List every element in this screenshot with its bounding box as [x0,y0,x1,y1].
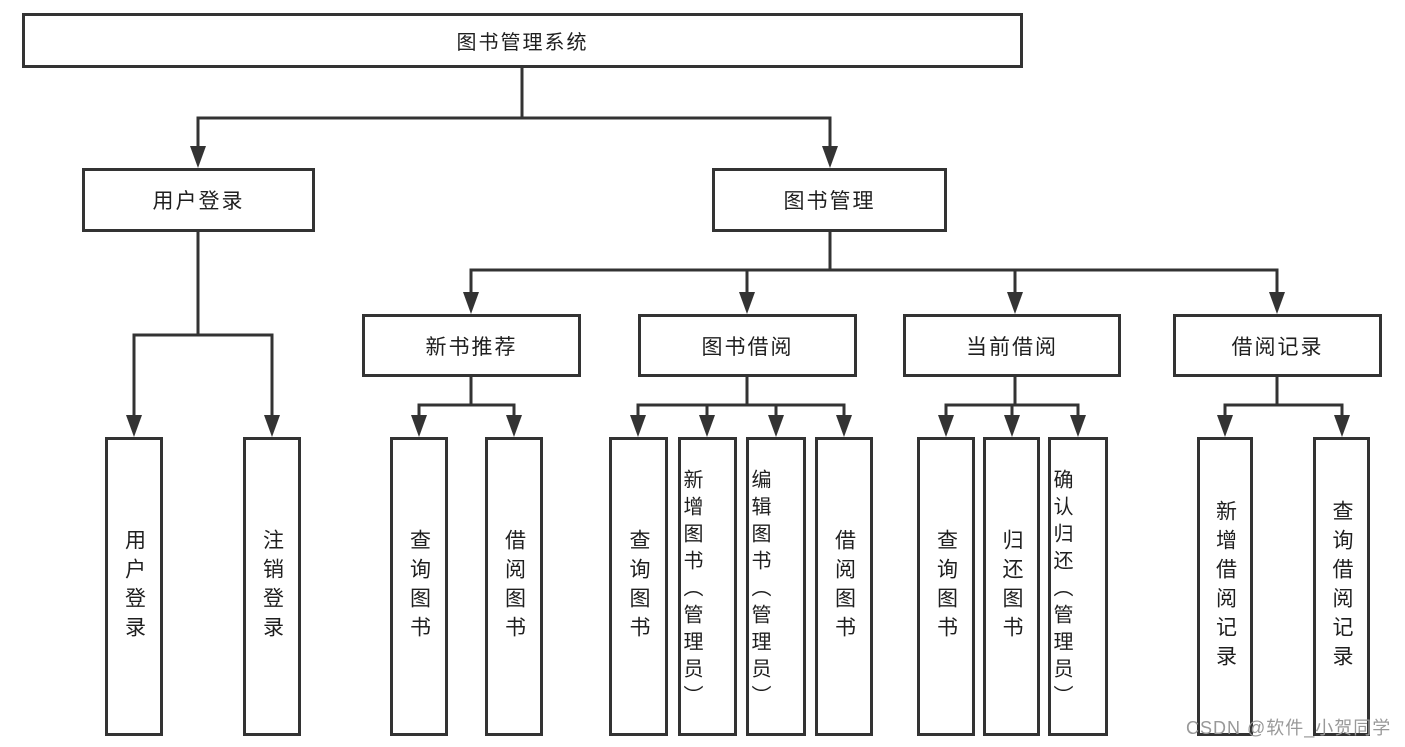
node-query-books-recommend: 查询图书 [390,437,448,736]
node-label: 编辑图书（管理员） [748,469,770,712]
node-edit-books-admin: 编辑图书（管理员） [746,437,806,736]
node-current-borrow: 当前借阅 [903,314,1121,377]
connector-borrow-records-branch [1223,375,1344,421]
node-return-books: 归还图书 [983,437,1040,736]
connector-book-management-branch [469,230,1279,298]
node-book-borrow: 图书借阅 [638,314,857,377]
connector-new-book-recommend-branch [417,375,516,421]
node-borrow-books-recommend: 借阅图书 [485,437,543,736]
connector-current-borrow-branch [944,375,1080,421]
node-user-login-leaf: 用户登录 [105,437,163,736]
node-query-borrow-record: 查询借阅记录 [1313,437,1370,736]
node-new-book-recommend: 新书推荐 [362,314,581,377]
node-label: 查询图书 [407,528,431,645]
node-add-borrow-record: 新增借阅记录 [1197,437,1253,736]
node-borrow-records: 借阅记录 [1173,314,1382,377]
connector-root-to-level2 [196,66,832,152]
node-root: 图书管理系统 [22,13,1023,68]
connector-book-borrow-branch [636,375,846,421]
node-label: 注销登录 [260,528,284,645]
node-label: 借阅图书 [502,528,526,645]
node-label: 归还图书 [1000,528,1023,645]
node-add-books-admin: 新增图书（管理员） [678,437,737,736]
node-label: 查询借阅记录 [1330,499,1353,674]
node-borrow-books-leaf: 借阅图书 [815,437,873,736]
node-query-books-current: 查询图书 [917,437,975,736]
node-label: 借阅图书 [832,528,856,645]
node-label: 用户登录 [122,528,146,645]
node-label: 新增借阅记录 [1213,499,1237,674]
connector-user-login-branch [132,230,274,421]
node-label: 查询图书 [934,528,958,645]
node-label: 新增图书（管理员） [680,469,702,712]
node-user-login-branch: 用户登录 [82,168,315,232]
node-logout-leaf: 注销登录 [243,437,301,736]
node-label: 确认归还（管理员） [1050,469,1072,712]
node-label: 查询图书 [627,528,650,645]
node-book-management: 图书管理 [712,168,947,232]
csdn-watermark: CSDN @软件_小贺同学 [1186,718,1392,738]
node-confirm-return-admin: 确认归还（管理员） [1048,437,1108,736]
node-query-books-borrow: 查询图书 [609,437,668,736]
